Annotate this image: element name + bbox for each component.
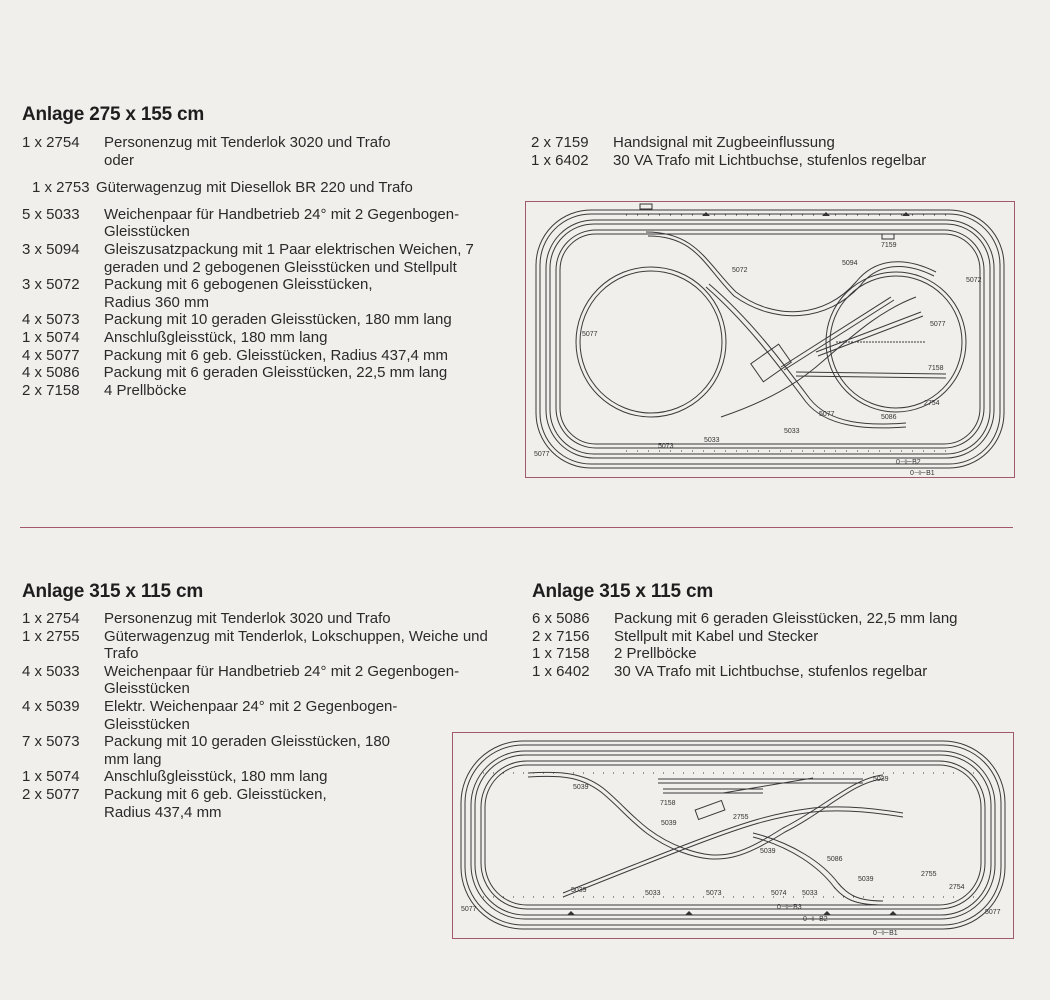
part-label: 5077 (930, 321, 946, 328)
part-label: 5073 (658, 443, 674, 450)
part-label: 5077 (985, 909, 1001, 916)
siding-track (795, 371, 947, 375)
outer-loop-track (460, 740, 1006, 930)
part-label: 5086 (827, 856, 843, 863)
part-label: 0⊣⊢B1 (873, 930, 898, 937)
part-label: 5072 (966, 277, 982, 284)
layout-1-track-plan: 5072 5094 5072 7159 5077 5077 7158 2754 … (525, 201, 1015, 478)
middle-loop-track (470, 750, 996, 920)
figure-eight-track (645, 231, 937, 313)
part-label: 5074 (771, 890, 787, 897)
part-label: 5072 (732, 267, 748, 274)
signal-icon (881, 233, 895, 240)
part-label: 5039 (571, 887, 587, 894)
layout-2-title: Anlage 315 x 115 cm (22, 581, 204, 602)
part-label: 2755 (921, 871, 937, 878)
part-label: 5077 (534, 451, 550, 458)
part-label: 0⊣⊢B3 (777, 904, 802, 911)
left-loop-track (575, 266, 727, 418)
list-item: oder (104, 151, 135, 169)
part-label: 5039 (573, 784, 589, 791)
part-label: 7158 (660, 800, 676, 807)
signal-icon (567, 911, 575, 915)
layout-3-title: Anlage 315 x 115 cm (532, 581, 714, 602)
layout-1-title: Anlage 275 x 155 cm (22, 104, 205, 125)
crossing-platform (750, 343, 792, 383)
part-label: 5077 (461, 906, 477, 913)
inner-loop-track (480, 760, 986, 910)
signal-icon (639, 203, 653, 210)
part-label: 0⊣⊢B2 (803, 916, 828, 923)
crossing-track (562, 806, 904, 894)
part-label: 5039 (873, 776, 889, 783)
part-label: 5077 (819, 411, 835, 418)
branch-track (752, 832, 884, 902)
part-label: 2755 (733, 814, 749, 821)
middle-loop-track (545, 219, 995, 459)
section-divider (20, 527, 1013, 528)
layout-2-track-plan: 5039 7158 2755 5039 5039 5039 5086 5039 … (452, 732, 1014, 939)
siding-track (780, 296, 892, 368)
part-label: 5033 (802, 890, 818, 897)
part-label: 5086 (881, 414, 897, 421)
crossing-track (705, 286, 907, 429)
part-label: 5039 (858, 876, 874, 883)
part-label: 2754 (924, 400, 940, 407)
part-label: 5033 (784, 428, 800, 435)
part-label: 2754 (949, 884, 965, 891)
figure-eight-track (527, 771, 884, 856)
track-plan-diagram: 5039 7158 2755 5039 5039 5039 5086 5039 … (460, 740, 1006, 937)
inner-loop-track (555, 229, 985, 449)
outer-loop-track (535, 209, 1005, 469)
part-label: 7159 (881, 242, 897, 249)
part-label: 0⊣⊢B1 (910, 470, 935, 477)
track-plan-diagram: 5072 5094 5072 7159 5077 5077 7158 2754 … (534, 203, 1005, 477)
engine-shed (694, 799, 726, 821)
part-label: 0⊣⊢B2 (896, 459, 921, 466)
part-label: 5094 (842, 260, 858, 267)
part-label: 5077 (582, 331, 598, 338)
part-label: 5033 (645, 890, 661, 897)
part-label: 5039 (760, 848, 776, 855)
signal-icon (702, 212, 710, 216)
part-label: 7158 (928, 365, 944, 372)
part-label: 5033 (704, 437, 720, 444)
right-loop-track (825, 271, 967, 413)
part-label: 5039 (661, 820, 677, 827)
part-label: 5073 (706, 890, 722, 897)
